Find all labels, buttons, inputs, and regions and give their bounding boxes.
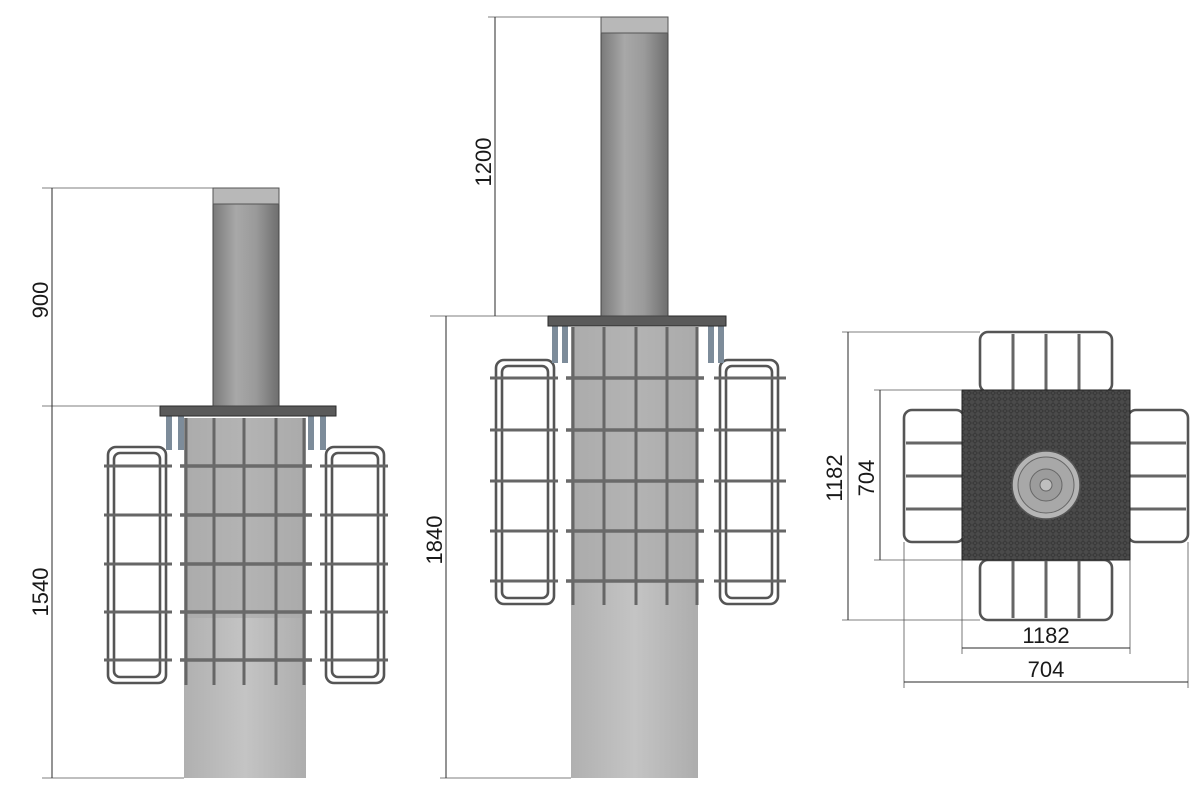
left-cage-rungs (490, 376, 558, 583)
left-cage-rungs (104, 464, 172, 662)
right-cage-rungs (320, 464, 388, 662)
dim-label-outer-vertical: 1182 (822, 454, 847, 501)
rebar-horizontal (180, 464, 312, 662)
bollard-900-drawing: 900 1540 (28, 187, 388, 779)
rebar-vertical (184, 418, 306, 685)
rebar-vertical (571, 327, 699, 605)
dim-label-outer-horizontal: 704 (1028, 657, 1065, 682)
dim-label-inner-horizontal: 1182 (1022, 623, 1069, 648)
dim-label-1840: 1840 (422, 516, 447, 565)
rebar-horizontal (566, 376, 704, 583)
bollard-tube (600, 16, 669, 317)
dim-label-inner-vertical: 704 (854, 460, 879, 497)
bollard-1200-drawing: 1200 1840 (422, 16, 786, 779)
right-cage-rungs (714, 376, 786, 583)
dim-label-900: 900 (28, 282, 53, 319)
top-plate (547, 315, 727, 327)
top-plate (159, 405, 337, 417)
dim-label-1200: 1200 (471, 138, 496, 187)
anchor-bolts (166, 414, 326, 450)
anchor-bolts (552, 323, 724, 363)
plan-view-drawing: 1182 704 1182 704 (822, 330, 1190, 688)
bollard-tube (212, 187, 280, 407)
dim-label-1540: 1540 (28, 568, 53, 617)
